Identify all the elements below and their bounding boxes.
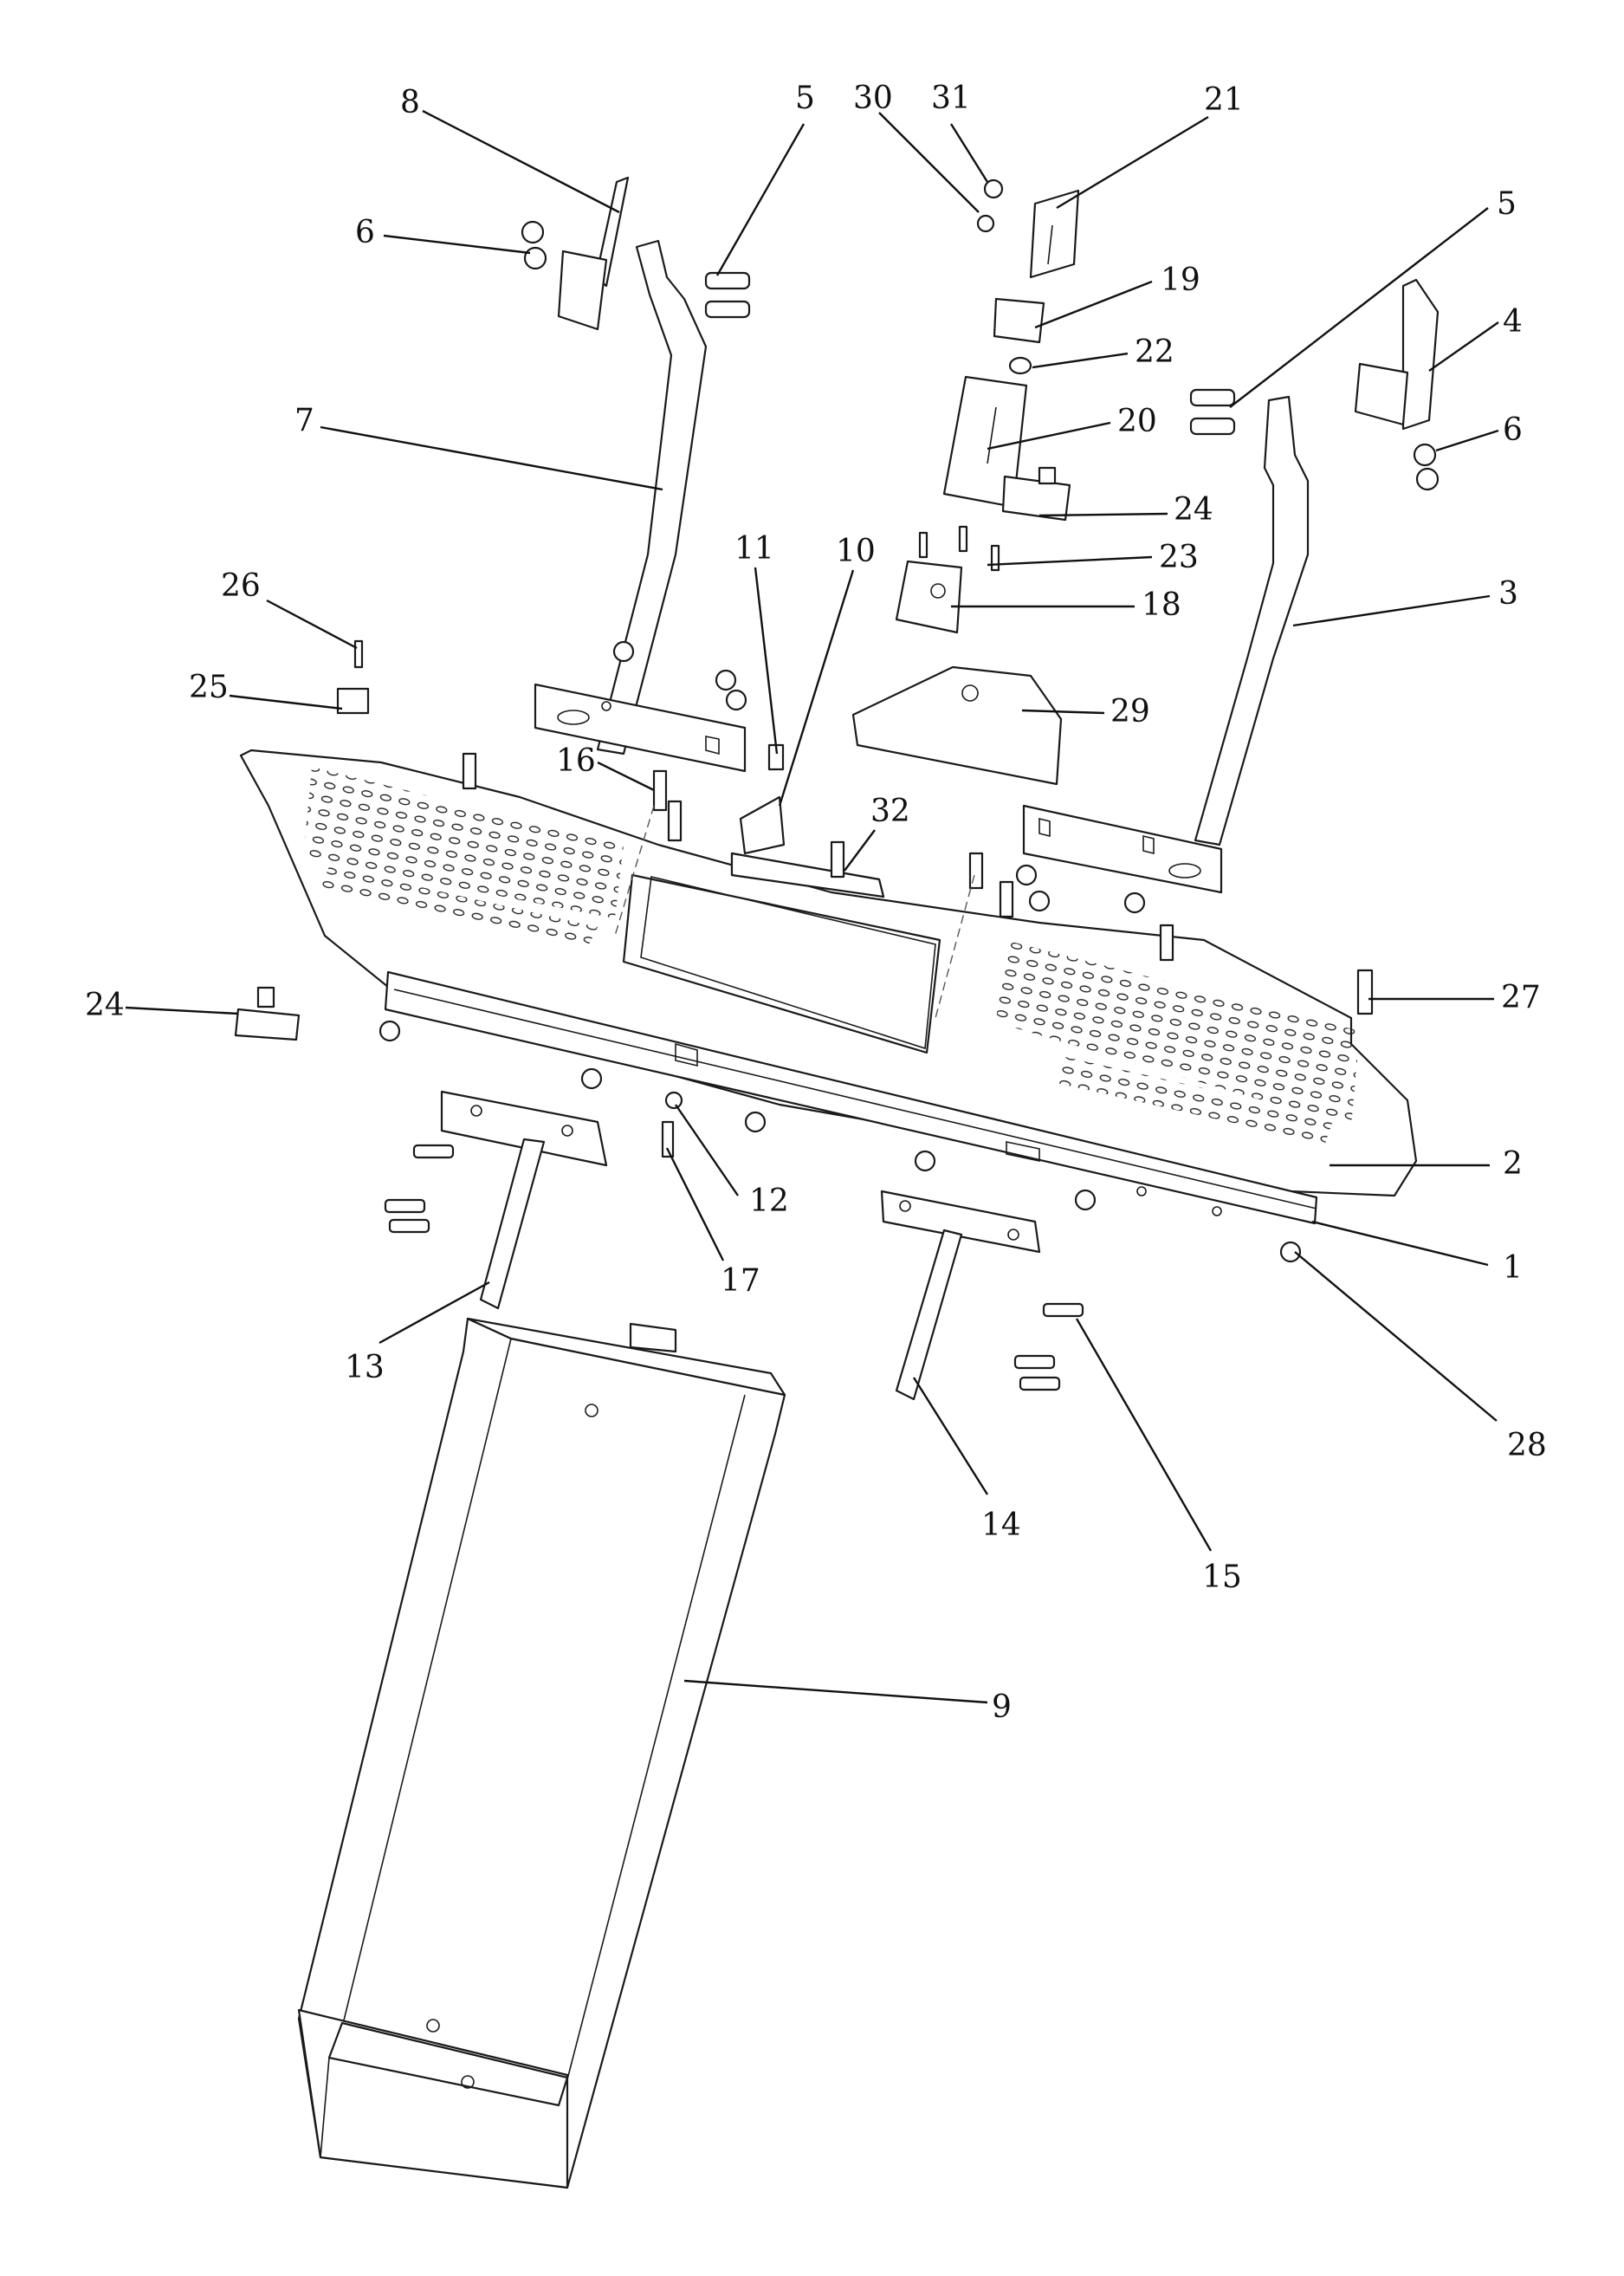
callout-14: 14 [981, 1508, 1021, 1543]
callout-25: 25 [189, 670, 229, 705]
callout-11: 11 [734, 531, 774, 567]
callout-5: 5 [1497, 186, 1517, 222]
callout-29: 29 [1110, 694, 1150, 729]
callout-32: 32 [870, 794, 910, 829]
part-10-bracket [739, 795, 786, 855]
callout-12: 12 [749, 1183, 789, 1219]
part-21-plate [1029, 189, 1080, 279]
fasteners [353, 178, 1440, 1391]
callout-24: 24 [85, 988, 125, 1023]
callout-24: 24 [1174, 492, 1213, 528]
callout-21: 21 [1204, 82, 1244, 118]
part-18-plate [895, 560, 963, 634]
part-25-clip [336, 687, 370, 715]
callout-labels: 8 5 30 31 21 5 6 19 4 22 7 20 6 24 23 11… [85, 81, 1547, 1725]
callout-7: 7 [294, 403, 314, 438]
part-13-leg-bracket [440, 1090, 608, 1310]
callout-6: 6 [1503, 412, 1523, 448]
callout-23: 23 [1159, 540, 1199, 575]
callout-1: 1 [1503, 1250, 1523, 1286]
callout-5: 5 [795, 81, 815, 116]
part-4-bracket [1354, 278, 1440, 431]
alignment-lines [614, 805, 975, 1019]
part-24-switch-left [234, 986, 301, 1041]
callout-6: 6 [355, 215, 375, 250]
callout-20: 20 [1117, 404, 1157, 439]
part-3-right-tube-frame [1022, 395, 1310, 894]
part-9-chute [297, 1317, 786, 2189]
callout-30: 30 [853, 81, 893, 116]
callout-3: 3 [1498, 576, 1518, 612]
part-29-cover [851, 665, 1063, 786]
part-1-angle-rail [384, 970, 1318, 1225]
callout-13: 13 [345, 1350, 385, 1385]
part-7-left-tube-frame [534, 239, 747, 773]
callout-10: 10 [836, 534, 876, 569]
callout-9: 9 [992, 1689, 1012, 1725]
callout-4: 4 [1503, 304, 1523, 340]
callout-8: 8 [400, 85, 420, 120]
part-19-clip [993, 297, 1045, 344]
callout-22: 22 [1135, 334, 1174, 370]
part-22-knob [1008, 356, 1032, 375]
part-24-switch [1001, 466, 1071, 522]
callout-27: 27 [1501, 980, 1541, 1015]
callout-2: 2 [1503, 1146, 1523, 1182]
callout-28: 28 [1507, 1428, 1547, 1463]
callout-31: 31 [931, 81, 971, 116]
part-32-strap [730, 852, 885, 898]
callout-17: 17 [721, 1263, 760, 1299]
part-8-bracket [557, 176, 630, 331]
callout-16: 16 [556, 743, 596, 779]
leader-lines [125, 109, 1499, 1704]
callout-19: 19 [1161, 263, 1200, 298]
callout-26: 26 [221, 568, 261, 604]
callout-15: 15 [1202, 1559, 1242, 1595]
part-14-leg-bracket [880, 1190, 1041, 1401]
part-2-deck-plate [239, 749, 1418, 1197]
callout-18: 18 [1142, 587, 1181, 623]
